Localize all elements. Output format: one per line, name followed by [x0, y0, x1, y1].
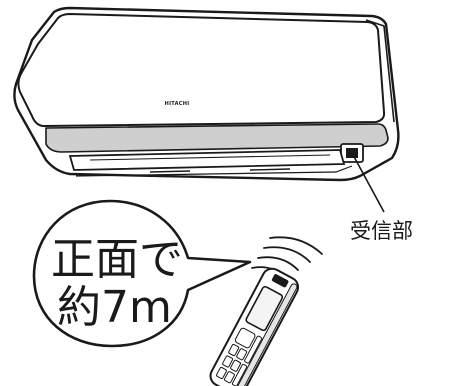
remote-button — [234, 327, 256, 349]
remote-display — [245, 285, 284, 332]
remote-emitter — [271, 274, 289, 288]
callout-line-2: 約7m — [57, 282, 172, 333]
remote-button — [244, 335, 263, 364]
remote-button — [224, 371, 235, 384]
signal-wave — [269, 236, 323, 255]
aircon-front-panel — [17, 12, 386, 128]
remote-button — [228, 343, 240, 357]
signal-wave — [263, 246, 311, 263]
callout-line-1: 正面で — [51, 234, 183, 285]
remote-button — [230, 359, 241, 372]
remote-control — [209, 267, 300, 386]
remote-button — [222, 355, 234, 368]
brand-logo: HITACHI — [165, 101, 190, 107]
receiver-pointer-dot — [349, 150, 355, 156]
remote-button — [216, 366, 227, 380]
receiver-pointer-line — [351, 152, 385, 213]
remote-button — [231, 363, 248, 386]
speech-bubble — [32, 199, 252, 348]
aircon-vent-slot — [149, 170, 191, 173]
aircon-louver — [68, 149, 346, 171]
aircon-corner — [365, 19, 395, 123]
aircon-lower-band — [45, 123, 389, 153]
signal-wave — [257, 256, 299, 271]
remote-button — [236, 348, 248, 361]
aircon-unit: HITACHI — [13, 6, 400, 182]
remote-edge — [235, 283, 298, 386]
receiver-label: 受信部 — [350, 219, 413, 243]
aircon-bottom-edge — [75, 165, 353, 177]
remote-buttons — [216, 327, 263, 386]
signal-waves — [251, 236, 323, 279]
aircon-vent-slot — [249, 168, 291, 171]
aircon-louver-blade — [89, 154, 331, 161]
